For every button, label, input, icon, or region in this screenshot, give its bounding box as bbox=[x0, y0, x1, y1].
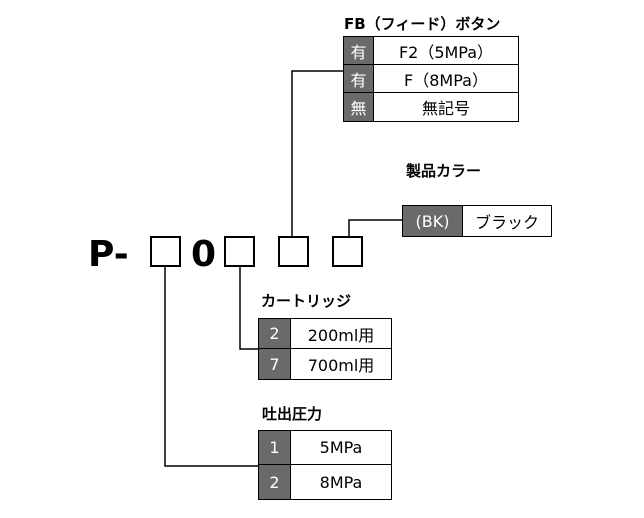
option-label: F2（5MPa） bbox=[398, 42, 494, 62]
pressure-table: 1 5MPa 2 8MPa bbox=[258, 430, 392, 500]
color-connector bbox=[348, 219, 402, 236]
option-label: 8MPa bbox=[319, 472, 363, 492]
cartridge-slot bbox=[224, 236, 255, 267]
option-label: F（8MPa） bbox=[404, 70, 488, 90]
option-label: 200ml用 bbox=[307, 325, 375, 345]
option-code: 無 bbox=[344, 93, 374, 121]
option-label: 無記号 bbox=[421, 99, 470, 118]
table-row: 有 F（8MPa） bbox=[344, 65, 518, 93]
option-code: 2 bbox=[259, 319, 291, 348]
fb-button-title: FB（フィード）ボタン bbox=[344, 15, 501, 33]
table-row: 2 200ml用 bbox=[259, 319, 391, 349]
table-row: 1 5MPa bbox=[259, 431, 391, 465]
model-fixed-digit: 0 bbox=[191, 234, 217, 275]
option-label: 5MPa bbox=[319, 438, 363, 457]
cartridge-title: カートリッジ bbox=[261, 292, 352, 310]
color-slot bbox=[332, 236, 363, 267]
fb-button-table: 有 F2（5MPa） 有 F（8MPa） 無 無記号 bbox=[343, 36, 519, 122]
option-code: 7 bbox=[259, 349, 291, 379]
pressure-title: 吐出圧力 bbox=[262, 405, 323, 423]
option-code: (BK) bbox=[403, 206, 463, 236]
color-table: (BK) ブラック bbox=[402, 205, 552, 237]
fb-button-slot bbox=[278, 236, 309, 267]
table-row: 2 8MPa bbox=[259, 465, 391, 499]
pressure-slot bbox=[150, 236, 181, 267]
table-row: 有 F2（5MPa） bbox=[344, 37, 518, 65]
cartridge-connector bbox=[239, 266, 258, 350]
cartridge-table: 2 200ml用 7 700ml用 bbox=[258, 318, 392, 380]
option-code: 1 bbox=[259, 431, 291, 464]
option-label: 700ml用 bbox=[307, 356, 375, 375]
model-prefix: P- bbox=[88, 234, 129, 275]
table-row: 無 無記号 bbox=[344, 93, 518, 121]
option-code: 有 bbox=[344, 65, 374, 92]
option-code: 有 bbox=[344, 37, 374, 64]
option-code: 2 bbox=[259, 465, 291, 499]
option-label: ブラック bbox=[474, 213, 539, 232]
pressure-connector bbox=[164, 266, 258, 467]
fb-connector bbox=[291, 70, 343, 236]
table-row: 7 700ml用 bbox=[259, 349, 391, 379]
color-title: 製品カラー bbox=[406, 162, 482, 180]
table-row: (BK) ブラック bbox=[403, 206, 551, 236]
